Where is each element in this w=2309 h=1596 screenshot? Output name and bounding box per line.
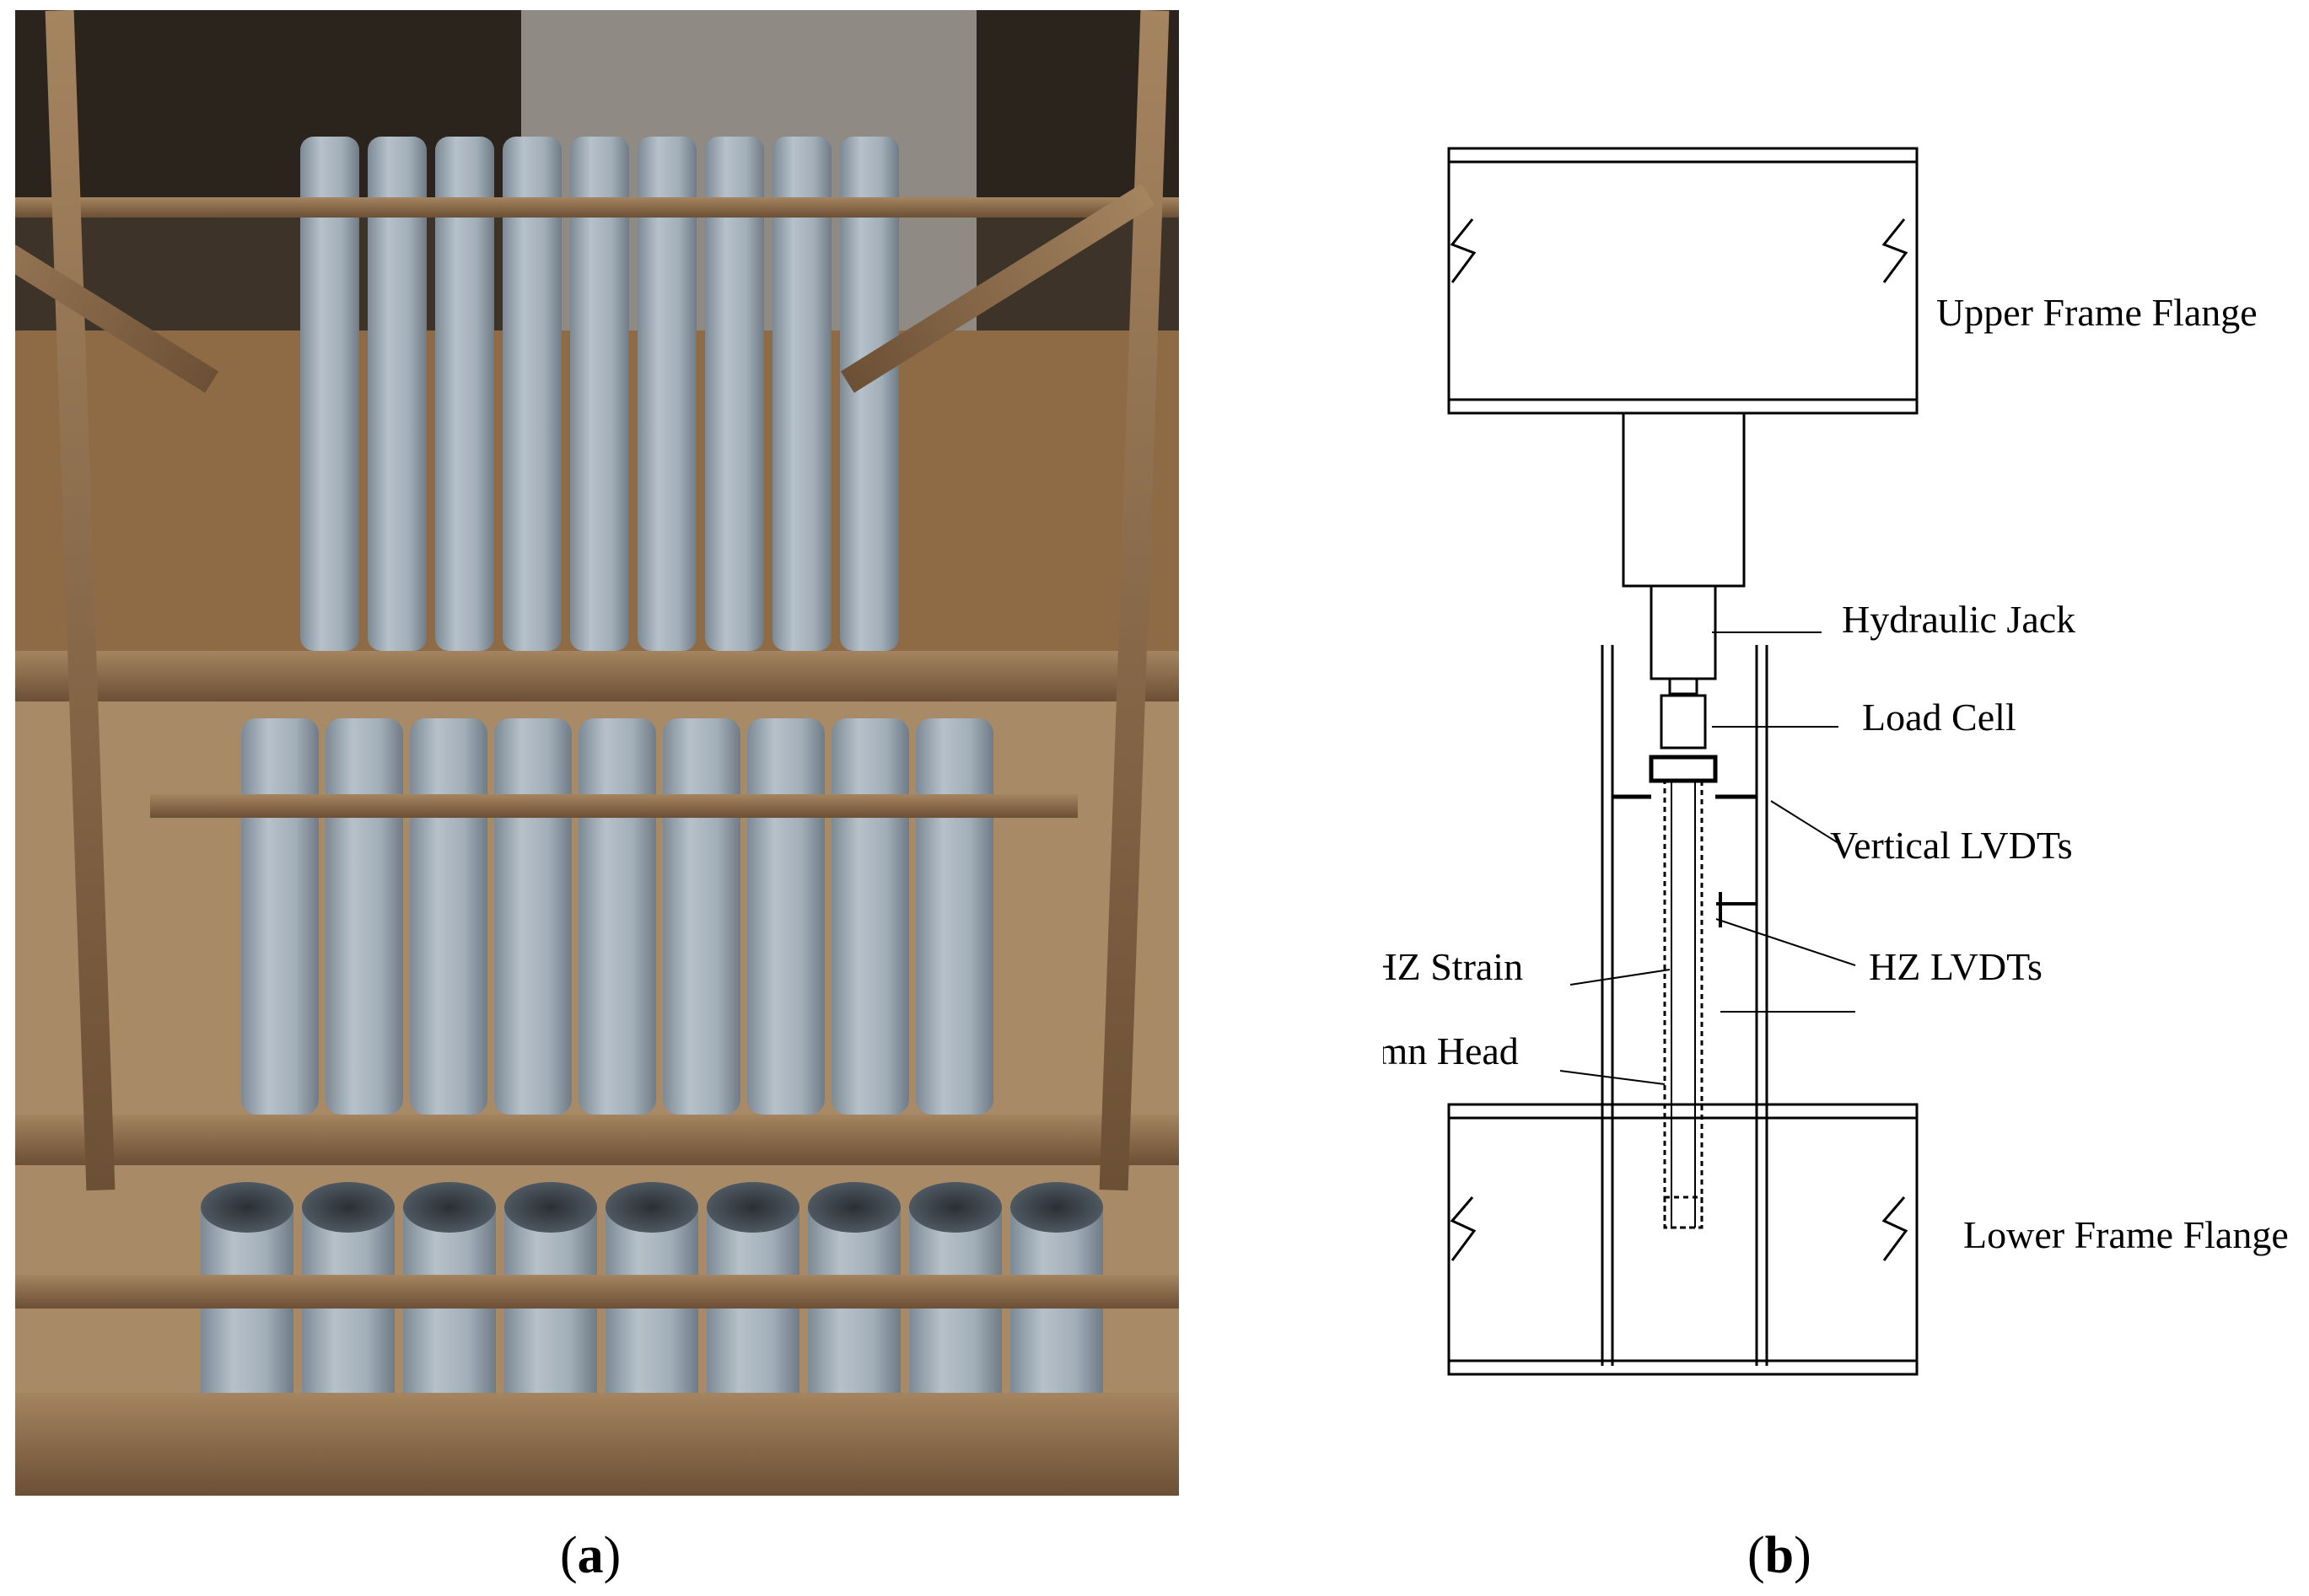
hz-lvdt: [1716, 892, 1757, 927]
column-head: [1663, 1196, 1703, 1229]
wooden-frame: [0, 9, 1179, 1496]
leader-column-head: [1559, 1070, 1666, 1085]
test-setup-diagram: Upper Frame Flange Hydraulic Jack Load C…: [1269, 126, 2309, 1391]
vl-hz-strain-label: VL & HZ Strain: [1383, 945, 1523, 988]
hydraulic-jack: [1622, 411, 1746, 696]
leader-vertical-lvdts: [1770, 800, 1839, 844]
formwork-photo: [0, 9, 1179, 1496]
lower-frame-flange: [1447, 1103, 1919, 1376]
caption-a: (a): [560, 1527, 622, 1584]
upper-frame-flange-label: Upper Frame Flange: [1936, 291, 2258, 334]
load-cell-label: Load Cell: [1862, 696, 2016, 739]
column-specimen: [1649, 755, 1718, 1229]
middle-tube-row: [241, 718, 993, 1115]
lower-frame-flange-label: Lower Frame Flange: [1963, 1213, 2289, 1256]
hydraulic-jack-label: Hydraulic Jack: [1842, 598, 2075, 641]
leader-vl-hz-strain: [1569, 969, 1671, 986]
load-cell: [1660, 694, 1707, 750]
caption-a-letter: a: [577, 1527, 604, 1584]
leader-hz-lvdts: [1715, 918, 1856, 966]
upper-frame-flange: [1447, 147, 1919, 415]
caption-b: (b): [1747, 1527, 1811, 1584]
column-head-label: Column Head: [1383, 1029, 1519, 1072]
test-setup-schematic: Upper Frame Flange Hydraulic Jack Load C…: [1269, 147, 2289, 1376]
formwork-photo-illustration: [0, 9, 1179, 1496]
vertical-lvdts-label: Vertical LVDTs: [1830, 824, 2073, 867]
upper-tube-row: [300, 137, 899, 651]
caption-b-letter: b: [1764, 1527, 1795, 1584]
hz-lvdts-label: HZ LVDTs: [1869, 945, 2043, 988]
